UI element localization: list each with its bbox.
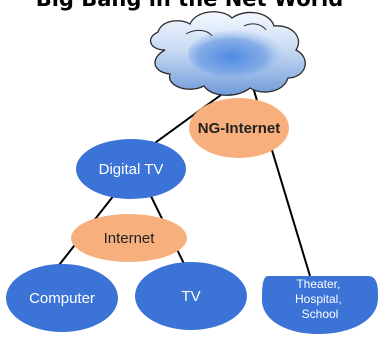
node-internet: Internet (71, 214, 187, 262)
diagram-title: Big Bang in the Net World (0, 0, 379, 11)
node-tv: TV (135, 262, 247, 330)
venue-line-1: Theater, (296, 277, 340, 291)
node-ng-internet: NG-Internet (189, 98, 289, 158)
node-ng-internet-label: NG-Internet (198, 120, 281, 137)
node-venues: Theater, Hospital, School (262, 276, 378, 334)
cloud-icon (149, 11, 306, 96)
venue-line-3: School (302, 307, 339, 321)
node-tv-label: TV (181, 288, 200, 305)
node-digital-tv-label: Digital TV (99, 161, 164, 178)
venue-line-2: Hospital, (295, 292, 342, 306)
node-internet-label: Internet (104, 230, 156, 247)
node-computer: Computer (6, 264, 118, 332)
node-computer-label: Computer (29, 290, 95, 307)
node-digital-tv: Digital TV (76, 139, 186, 199)
node-venues-label: Theater, Hospital, School (295, 277, 345, 321)
